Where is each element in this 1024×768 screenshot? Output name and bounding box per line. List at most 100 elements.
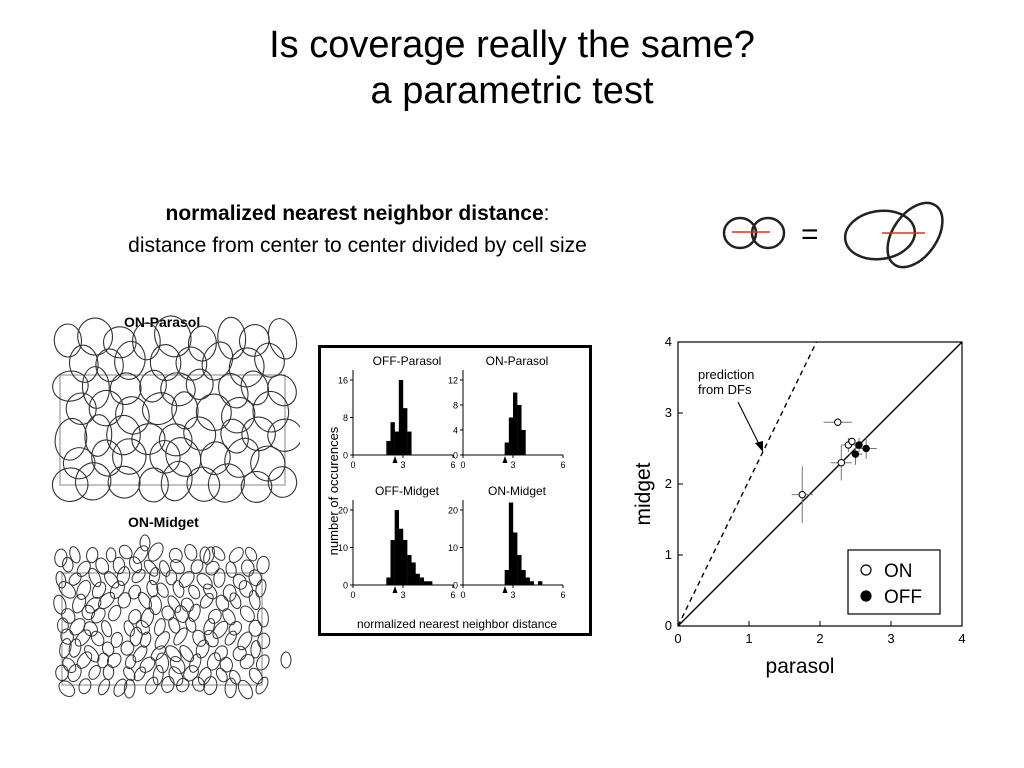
midget-receptive-field (248, 589, 261, 611)
parasol-receptive-field (160, 460, 193, 502)
overlap-diagram: = (722, 201, 944, 269)
midget-receptive-field (184, 543, 198, 561)
midget-receptive-field (129, 556, 143, 573)
midget-receptive-field (224, 677, 237, 699)
midget-receptive-field (101, 620, 113, 638)
midget-receptive-field (176, 677, 190, 693)
histogram-bar (403, 540, 408, 585)
histogram-x-tick-label: 6 (560, 590, 565, 600)
marker (851, 450, 860, 458)
x-tick-label: 1 (745, 631, 752, 646)
midget-receptive-field (97, 678, 111, 696)
parasol-receptive-field (171, 391, 199, 430)
histogram-y-tick-label: 8 (343, 413, 348, 423)
parasol-receptive-field (250, 445, 286, 482)
midget-receptive-field (165, 645, 182, 663)
y-tick-label: 3 (665, 405, 672, 420)
midget-receptive-field (97, 652, 110, 669)
midget-receptive-field (140, 607, 155, 628)
midget-receptive-field (62, 556, 74, 573)
histogram-x-tick-label: 0 (460, 460, 465, 470)
parasol-receptive-field (165, 437, 202, 477)
prediction-line (677, 341, 818, 627)
parasol-receptive-field (224, 437, 260, 478)
histogram-bar (517, 405, 522, 455)
histogram-bar (423, 581, 429, 585)
histogram-bar (521, 570, 526, 585)
histogram-y-tick-label: 0 (453, 451, 458, 461)
parasol-receptive-field (267, 374, 297, 407)
midget-receptive-field (95, 557, 110, 575)
parasol-receptive-field (252, 390, 290, 433)
histogram-bar (411, 562, 416, 585)
midget-receptive-field (168, 547, 183, 563)
mean-marker (392, 456, 398, 463)
midget-receptive-field (83, 621, 98, 637)
nnd-histograms: number of occurences normalized nearest … (318, 345, 592, 636)
large-ellipse-right (886, 201, 944, 269)
parasol-receptive-field (240, 470, 273, 503)
midget-receptive-field (90, 630, 105, 647)
parasol-receptive-field (51, 467, 89, 502)
histogram-x-tick-label: 6 (450, 590, 455, 600)
midget-receptive-field (168, 666, 184, 687)
midget-receptive-field (257, 607, 269, 628)
parasol-receptive-field (267, 466, 298, 498)
histogram-bar (513, 532, 518, 585)
marker (834, 418, 842, 426)
histogram-bar (525, 577, 530, 585)
histogram-y-tick-label: 20 (338, 506, 348, 516)
histogram-frame (318, 345, 592, 636)
midget-receptive-field (239, 653, 255, 670)
histogram-bar (390, 422, 395, 455)
definition-term: normalized nearest neighbor distance (165, 202, 544, 225)
midget-receptive-field (123, 678, 136, 699)
parasol-receptive-field (241, 416, 276, 452)
midget-receptive-field (229, 592, 242, 610)
midget-receptive-field (68, 638, 82, 658)
midget-receptive-field (72, 593, 87, 614)
histogram-panel-title: ON-Midget (488, 484, 547, 498)
annotation-line-1: prediction (698, 367, 754, 382)
midget-receptive-field (280, 651, 292, 669)
histogram-x-tick-label: 3 (510, 460, 515, 470)
midget-receptive-field (150, 645, 166, 661)
midget-receptive-field (219, 656, 233, 673)
histogram-x-tick-label: 0 (460, 590, 465, 600)
histogram-y-tick-label: 10 (448, 543, 458, 553)
midget-receptive-field (161, 675, 175, 694)
y-tick-label: 4 (665, 334, 672, 349)
midget-receptive-field (225, 561, 237, 578)
midget-receptive-field (169, 656, 186, 675)
histogram-x-tick-label: 6 (560, 460, 565, 470)
legend-marker (860, 564, 872, 576)
midget-receptive-field (238, 580, 254, 598)
midget-receptive-field (190, 559, 204, 575)
parasol-receptive-field (138, 467, 169, 503)
histogram-bar (415, 573, 420, 585)
histogram-y-tick-label: 16 (338, 376, 348, 386)
midget-receptive-field (148, 566, 161, 586)
midget-receptive-field (195, 639, 210, 659)
y-axis-label: midget (632, 462, 655, 525)
midget-receptive-field (189, 653, 202, 673)
parasol-receptive-field (220, 418, 249, 454)
midget-receptive-field (188, 584, 201, 600)
title-line-2: a parametric test (370, 70, 654, 112)
legend-label: OFF (884, 587, 922, 608)
midget-receptive-field (139, 534, 151, 552)
midget-receptive-field (74, 629, 92, 647)
annotation-arrow (737, 401, 761, 447)
midget-receptive-field (88, 664, 101, 680)
parasol-receptive-field (81, 366, 110, 409)
midget-receptive-field (222, 608, 236, 626)
marker (798, 490, 806, 499)
midget-receptive-field (222, 584, 237, 602)
midget-receptive-field (132, 545, 149, 564)
parasol-receptive-field (158, 423, 193, 457)
midget-receptive-field (178, 570, 195, 588)
parasol-receptive-field (84, 414, 113, 457)
midget-receptive-field (59, 638, 72, 659)
midget-receptive-field (197, 667, 212, 686)
